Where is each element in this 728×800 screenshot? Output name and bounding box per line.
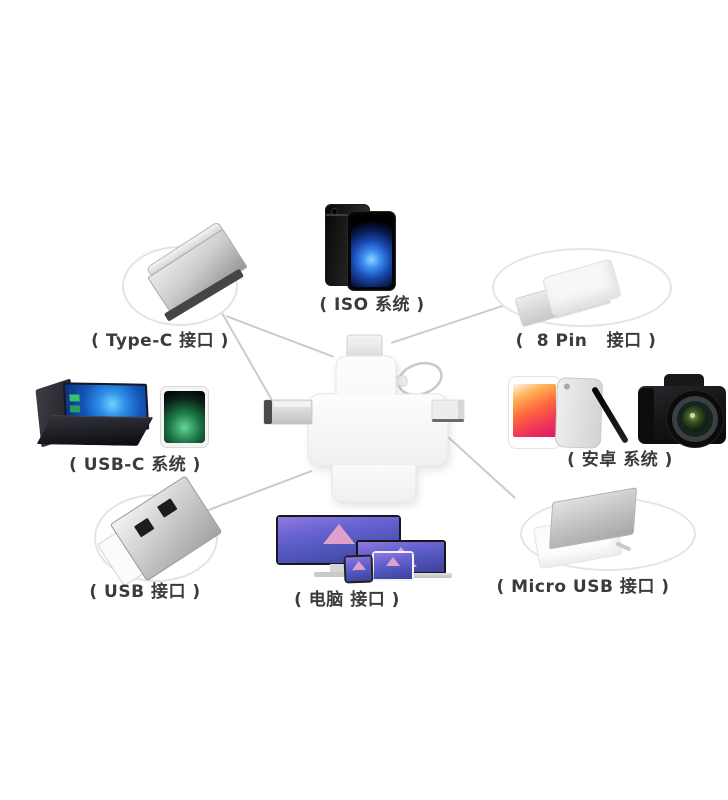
mountain-peak (322, 524, 355, 545)
desktop-monitor (276, 515, 401, 565)
tablet (372, 551, 414, 581)
iphone-camera-dot (331, 208, 338, 215)
lens-glass (682, 406, 708, 432)
label-8pin-port: ( 8 Pin 接口 ) (515, 331, 657, 351)
label-usb-c-system: ( USB-C 系统 ) (69, 455, 201, 475)
android-phone-front (508, 376, 561, 449)
usbc-phone-screen (164, 391, 205, 443)
lens-ring-inner (677, 401, 713, 437)
micro-usb-metal-shield (549, 487, 638, 550)
label-micro-usb-port: ( Micro USB 接口 ) (496, 577, 670, 597)
dslr-camera-icon (636, 372, 728, 450)
iphone-screen-glow (351, 215, 392, 287)
screen-tile (69, 405, 81, 413)
camera-grip (638, 388, 654, 442)
usbc-phone-photo (160, 386, 209, 448)
left-connector-highlight (274, 402, 310, 407)
monitor-base (314, 572, 362, 577)
iphone-front-photo (347, 211, 396, 291)
label-type-c-port: ( Type-C 接口 ) (91, 331, 229, 351)
android-phone-screen (513, 384, 556, 437)
tablet-wallpaper (374, 553, 412, 579)
usb-hole (133, 517, 155, 538)
right-connector-tip (458, 400, 464, 421)
keyring-clip (395, 375, 408, 387)
label-android-system: ( 安卓 系统 ) (567, 450, 673, 470)
mountain-peak (351, 560, 366, 571)
lens-glint (690, 413, 695, 418)
label-usb-port: ( USB 接口 ) (89, 582, 201, 602)
left-connector-cap (264, 400, 272, 424)
usb-hole (156, 498, 178, 518)
lightning-highlight (350, 338, 379, 344)
label-iso-system: ( ISO 系统 ) (319, 295, 425, 315)
four-in-one-flash-drive (263, 334, 465, 503)
lens-ring (672, 396, 718, 442)
phone-small (343, 554, 374, 584)
label-computer-port: ( 电脑 接口 ) (294, 590, 400, 610)
android-camera-dot (563, 383, 571, 390)
camera-lens (666, 390, 724, 448)
mountain-peak (386, 557, 400, 567)
monitor-stand (330, 564, 344, 573)
right-connector-shadow (432, 419, 464, 422)
laptop-keyboard-deck (36, 415, 154, 446)
screen-tile (69, 394, 80, 402)
drive-body (307, 355, 449, 503)
phone-wallpaper (345, 556, 372, 582)
